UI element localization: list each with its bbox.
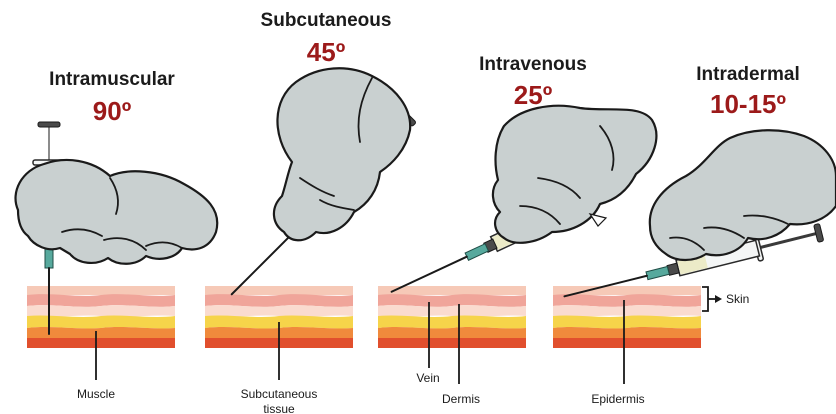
skin-bracket [702, 287, 708, 311]
subcutaneous-tissue-label-line2: tissue [263, 402, 295, 414]
muscle-label: Muscle [77, 387, 115, 401]
intramuscular-title: Intramuscular [49, 69, 175, 90]
skin-section-intradermal [553, 286, 701, 348]
dermis-label: Dermis [442, 392, 480, 406]
skin-section-intravenous [378, 286, 526, 348]
epidermis-label: Epidermis [591, 392, 644, 406]
subcutaneous-hand-icon [274, 68, 410, 240]
subcutaneous-tissue-label: Subcutaneous [241, 387, 318, 401]
intradermal-hand-icon [650, 130, 836, 260]
subcutaneous-title: Subcutaneous [261, 10, 392, 31]
intravenous-title: Intravenous [479, 54, 587, 75]
vein-label: Vein [416, 371, 439, 385]
skin-arrow-icon [715, 295, 722, 303]
intravenous-hand-icon [493, 106, 656, 243]
skin-label: Skin [726, 292, 749, 306]
subcutaneous-angle: 45º [307, 37, 346, 67]
intramuscular-angle: 90º [93, 96, 132, 126]
intradermal-title: Intradermal [696, 64, 799, 85]
intradermal-angle: 10-15º [710, 89, 786, 119]
intramuscular-hand-icon [16, 160, 218, 264]
